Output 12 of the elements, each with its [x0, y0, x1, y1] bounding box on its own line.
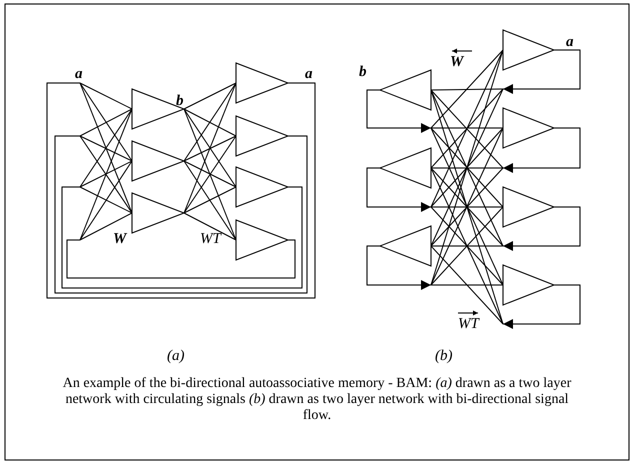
weight-label: W: [450, 54, 464, 70]
vector-label: a: [305, 66, 312, 82]
weight-label: WT: [200, 231, 221, 247]
caption: An example of the bi-directional autoassociative memory - BAM: (a) drawn as a two layer network with circulating signals (b) drawn as two layer network with bi-directional signal flow.: [62, 376, 572, 424]
weight-label: W: [113, 231, 126, 247]
vector-label: b: [176, 93, 184, 109]
vector-label: b: [359, 64, 366, 80]
weight-label: WT: [458, 316, 479, 332]
panel-label: (b): [435, 348, 452, 364]
vector-label: a: [566, 34, 574, 50]
panel-label: (a): [167, 348, 184, 364]
vector-label: a: [75, 66, 82, 82]
